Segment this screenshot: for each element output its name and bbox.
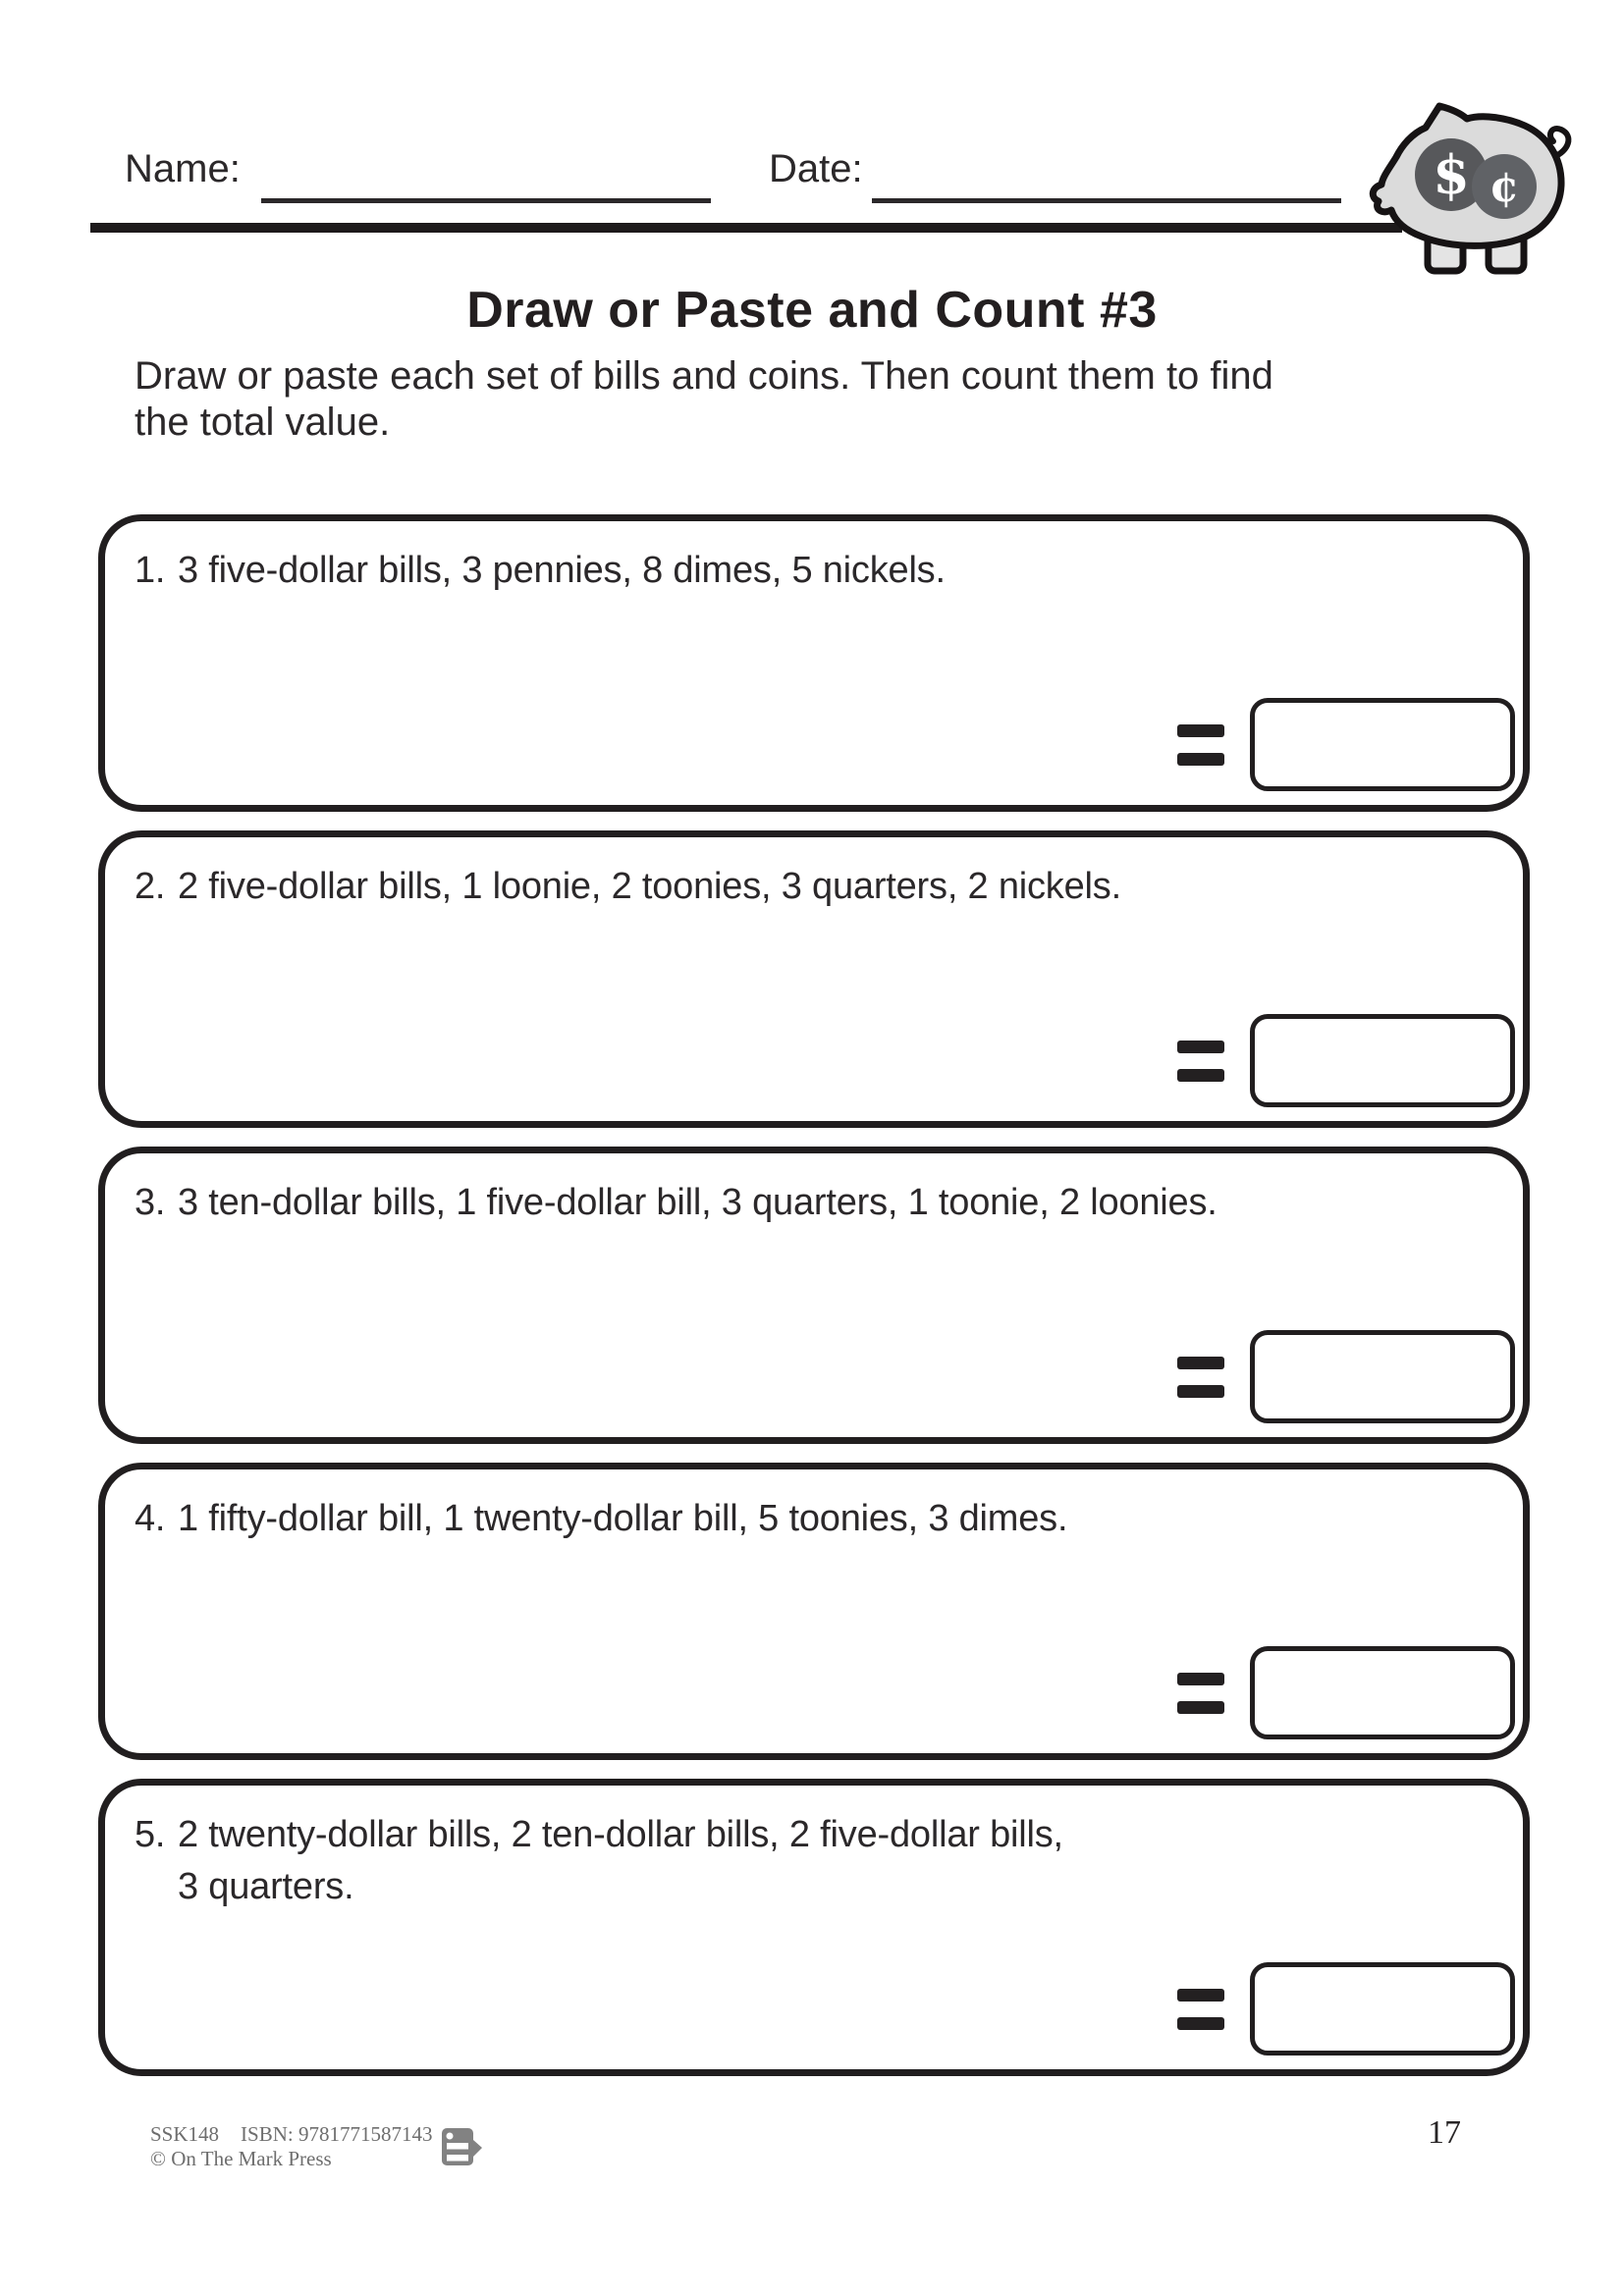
- answer-area-2: [1177, 1014, 1515, 1107]
- instructions: Draw or paste each set of bills and coin…: [135, 354, 1273, 444]
- date-fill-line[interactable]: [872, 198, 1341, 203]
- question-5-text: 2 twenty-dollar bills, 2 ten-dollar bill…: [178, 1814, 1063, 1907]
- answer-area-1: [1177, 698, 1515, 791]
- page-number: 17: [1428, 2114, 1461, 2151]
- question-2-text: 2 five-dollar bills, 1 loonie, 2 toonies…: [178, 866, 1121, 907]
- equals-sign: [1177, 723, 1224, 766]
- answer-box-4[interactable]: [1250, 1646, 1515, 1739]
- question-3-number: 3.: [135, 1182, 166, 1223]
- equals-sign: [1177, 1040, 1224, 1082]
- question-box-2: 2. 2 five-dollar bills, 1 loonie, 2 toon…: [98, 830, 1530, 1128]
- answer-area-5: [1177, 1962, 1515, 2056]
- answer-box-5[interactable]: [1250, 1962, 1515, 2056]
- name-fill-line[interactable]: [261, 198, 711, 203]
- question-1-number: 1.: [135, 550, 166, 591]
- pig-tail-icon: [1547, 126, 1572, 160]
- header-rule: [90, 223, 1402, 233]
- page-title: Draw or Paste and Count #3: [466, 282, 1158, 339]
- question-2-number: 2.: [135, 866, 166, 907]
- date-label: Date:: [769, 147, 863, 190]
- dollar-coin-icon: [1415, 138, 1488, 211]
- answer-area-4: [1177, 1646, 1515, 1739]
- question-3-text: 3 ten-dollar bills, 1 five-dollar bill, …: [178, 1182, 1218, 1223]
- equals-sign: [1177, 1672, 1224, 1714]
- answer-area-3: [1177, 1330, 1515, 1423]
- cent-coin-icon: [1472, 154, 1537, 219]
- publisher: © On The Mark Press: [150, 2147, 332, 2170]
- name-label: Name:: [125, 147, 241, 190]
- equals-sign: [1177, 1988, 1224, 2030]
- cent-symbol: ¢: [1489, 162, 1520, 212]
- isbn: ISBN: 9781771587143: [241, 2122, 433, 2146]
- footer: SSK148 ISBN: 9781771587143 © On The Mark …: [150, 2122, 432, 2171]
- answer-box-1[interactable]: [1250, 698, 1515, 791]
- question-box-1: 1. 3 five-dollar bills, 3 pennies, 8 dim…: [98, 514, 1530, 812]
- question-4-text: 1 fifty-dollar bill, 1 twenty-dollar bil…: [178, 1498, 1068, 1539]
- question-box-3: 3. 3 ten-dollar bills, 1 five-dollar bil…: [98, 1147, 1530, 1444]
- question-box-4: 4. 1 fifty-dollar bill, 1 twenty-dollar …: [98, 1463, 1530, 1760]
- answer-box-2[interactable]: [1250, 1014, 1515, 1107]
- equals-sign: [1177, 1356, 1224, 1398]
- question-5-number: 5.: [135, 1814, 166, 1855]
- copier-icon: [442, 2128, 482, 2165]
- product-code: SSK148: [150, 2122, 220, 2146]
- question-box-5: 5. 2 twenty-dollar bills, 2 ten-dollar b…: [98, 1779, 1530, 2076]
- piggy-bank-logo: $ ¢: [1369, 102, 1572, 275]
- question-4-number: 4.: [135, 1498, 166, 1539]
- answer-box-3[interactable]: [1250, 1330, 1515, 1423]
- dollar-symbol: $: [1433, 143, 1470, 206]
- question-1-text: 3 five-dollar bills, 3 pennies, 8 dimes,…: [178, 550, 946, 591]
